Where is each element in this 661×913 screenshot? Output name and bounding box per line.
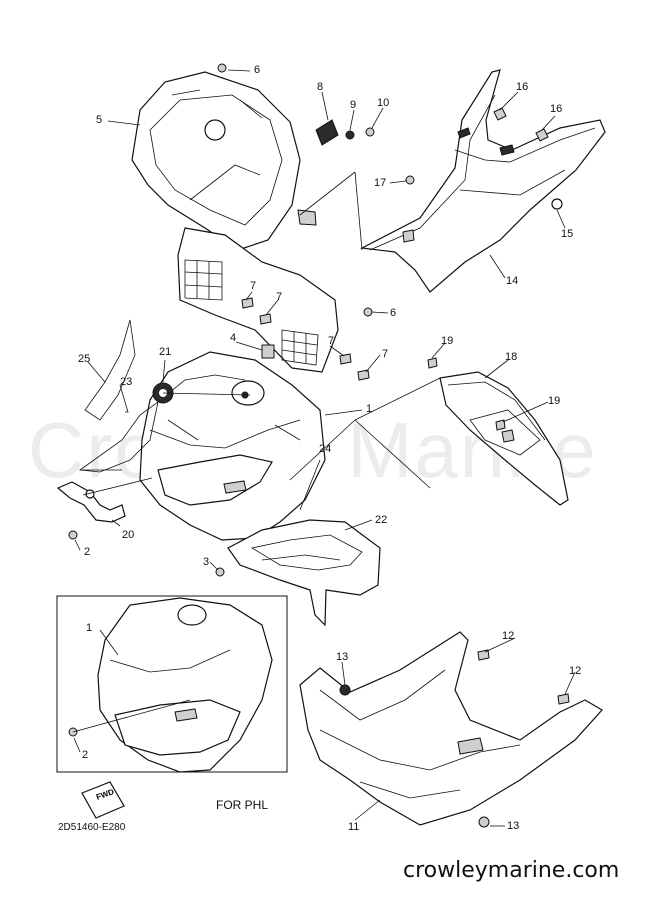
callout-7: 7 xyxy=(276,291,283,303)
diagram-code: 2D51460-E280 xyxy=(58,822,126,833)
part-11-lower-cover xyxy=(299,631,603,826)
callout-2: 2 xyxy=(84,546,91,558)
part-1-front-cover xyxy=(139,351,326,541)
callout-19: 19 xyxy=(441,335,454,347)
part-14-side-cover xyxy=(359,69,606,293)
callout-12: 12 xyxy=(569,665,582,677)
part-25-decal xyxy=(84,319,136,421)
callout-8: 8 xyxy=(317,81,324,93)
callout-23: 23 xyxy=(120,376,133,388)
callout-5: 5 xyxy=(96,114,103,126)
callout-13: 13 xyxy=(336,651,349,663)
fwd-arrow xyxy=(81,781,125,819)
callout-1: 1 xyxy=(366,403,373,415)
callout-13: 13 xyxy=(507,820,520,832)
part-20-bracket xyxy=(56,481,126,523)
callout-11: 11 xyxy=(348,821,360,833)
callout-21: 21 xyxy=(159,346,172,358)
callout-18: 18 xyxy=(505,351,518,363)
callout-7: 7 xyxy=(382,348,389,360)
part-inner-bracket xyxy=(177,209,339,373)
fasteners xyxy=(68,63,570,828)
callout-9: 9 xyxy=(350,99,357,111)
part-18-side-panel xyxy=(439,371,569,506)
callout-25: 25 xyxy=(78,353,91,365)
part-4-stay xyxy=(261,344,275,359)
callout-22: 22 xyxy=(375,514,388,526)
callout-10: 10 xyxy=(377,97,390,109)
part-22-panel xyxy=(227,519,381,627)
callout-3: 3 xyxy=(203,556,210,568)
callout-16: 16 xyxy=(516,81,529,93)
callout-2: 2 xyxy=(82,749,89,761)
website-link[interactable]: crowleymarine.com xyxy=(403,858,620,883)
callout-20: 20 xyxy=(122,529,135,541)
callout-4: 4 xyxy=(230,332,237,344)
inset-caption: FOR PHL xyxy=(216,798,269,812)
leader-lines xyxy=(72,69,576,827)
callout-16: 16 xyxy=(550,103,563,115)
callout-12: 12 xyxy=(502,630,515,642)
callout-24: 24 xyxy=(319,443,332,455)
callout-1: 1 xyxy=(86,622,93,634)
callout-17: 17 xyxy=(374,177,387,189)
callout-7: 7 xyxy=(328,335,335,347)
callout-6: 6 xyxy=(254,64,261,76)
callout-7: 7 xyxy=(250,280,257,292)
callout-6: 6 xyxy=(390,307,397,319)
part-5-inner-upper-cover xyxy=(131,71,301,251)
callout-15: 15 xyxy=(561,228,574,240)
inset-box xyxy=(56,595,288,773)
callout-19: 19 xyxy=(548,395,561,407)
callout-14: 14 xyxy=(506,275,519,287)
